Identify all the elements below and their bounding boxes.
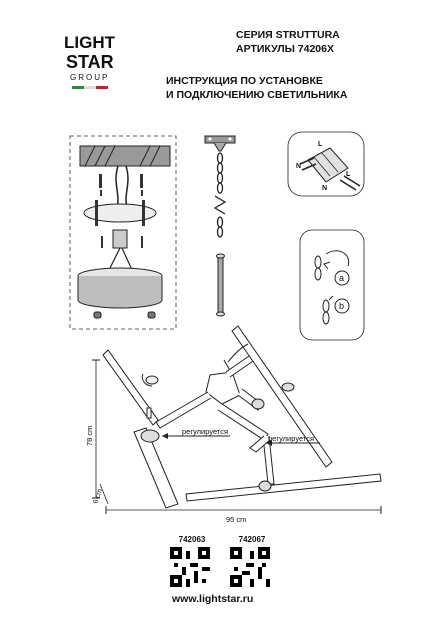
- step-a-badge: [334, 270, 350, 286]
- svg-text:a: a: [339, 273, 344, 283]
- step-b-illustration: [322, 295, 334, 325]
- qr-block-2: 742067: [230, 535, 274, 592]
- flag-red: [96, 86, 108, 89]
- instruction-title: ИНСТРУКЦИЯ ПО УСТАНОВКЕ И ПОДКЛЮЧЕНИЮ СВ…: [166, 74, 436, 102]
- adjustable-label-right: регулируется: [268, 434, 314, 443]
- instruction-line-2: И ПОДКЛЮЧЕНИЮ СВЕТИЛЬНИКА: [166, 89, 348, 101]
- logo-line-2: STAR: [66, 52, 114, 72]
- assembly-steps-panel: [299, 229, 365, 341]
- ceiling-hatch: [79, 145, 171, 167]
- wire-label-n2: N: [322, 185, 327, 192]
- wire-1: [115, 165, 119, 211]
- wire-label-l2: L: [346, 171, 351, 178]
- brand-logo: LIGHT STAR GROUP: [62, 28, 126, 98]
- header: СЕРИЯ STRUTTURA АРТИКУЛЫ 74206X: [236, 28, 436, 56]
- qr-block-1: 742063: [170, 535, 214, 592]
- terminal-block: [112, 229, 128, 249]
- wire-2: [125, 165, 129, 211]
- logo-line-3: GROUP: [70, 73, 109, 82]
- website-link[interactable]: www.lightstar.ru: [172, 593, 254, 605]
- cup-stem: [213, 142, 227, 152]
- wire-label-n1: N: [296, 163, 301, 170]
- wire-label-l1: L: [318, 141, 323, 148]
- mounting-panel: [69, 135, 177, 330]
- qr-code-2[interactable]: [230, 547, 270, 587]
- rod: [217, 255, 224, 315]
- chain: [213, 152, 227, 238]
- svg-text:b: b: [339, 301, 344, 311]
- plate-screws: [95, 200, 145, 226]
- flag-white: [84, 86, 96, 89]
- article-numbers: АРТИКУЛЫ 74206X: [236, 43, 334, 55]
- step-a-illustration: [314, 250, 350, 281]
- logo-line-1: LIGHT: [64, 33, 116, 52]
- mounting-plate: [83, 203, 157, 223]
- qr-label-2: 742067: [238, 535, 266, 544]
- chandelier: [102, 325, 382, 509]
- instruction-line-1: ИНСТРУКЦИЯ ПО УСТАНОВКЕ: [166, 75, 323, 87]
- qr-code-1[interactable]: [170, 547, 210, 587]
- adjustable-label-left: регулируется: [182, 427, 228, 436]
- qr-label-1: 742063: [178, 535, 206, 544]
- canopy-body: [77, 276, 163, 309]
- canopy-caps: [93, 311, 156, 319]
- dim-width-label: 95 cm: [226, 515, 246, 524]
- series-title: СЕРИЯ STRUTTURA: [236, 29, 340, 41]
- flag-green: [72, 86, 84, 89]
- terminal-connector: [299, 147, 361, 191]
- anchor-screws-top: [99, 174, 143, 196]
- step-b-badge: [334, 298, 350, 314]
- dim-depth-line: [99, 483, 109, 505]
- dim-depth-label: 6 cm: [92, 488, 104, 505]
- dim-height-label: 78 cm: [85, 426, 94, 446]
